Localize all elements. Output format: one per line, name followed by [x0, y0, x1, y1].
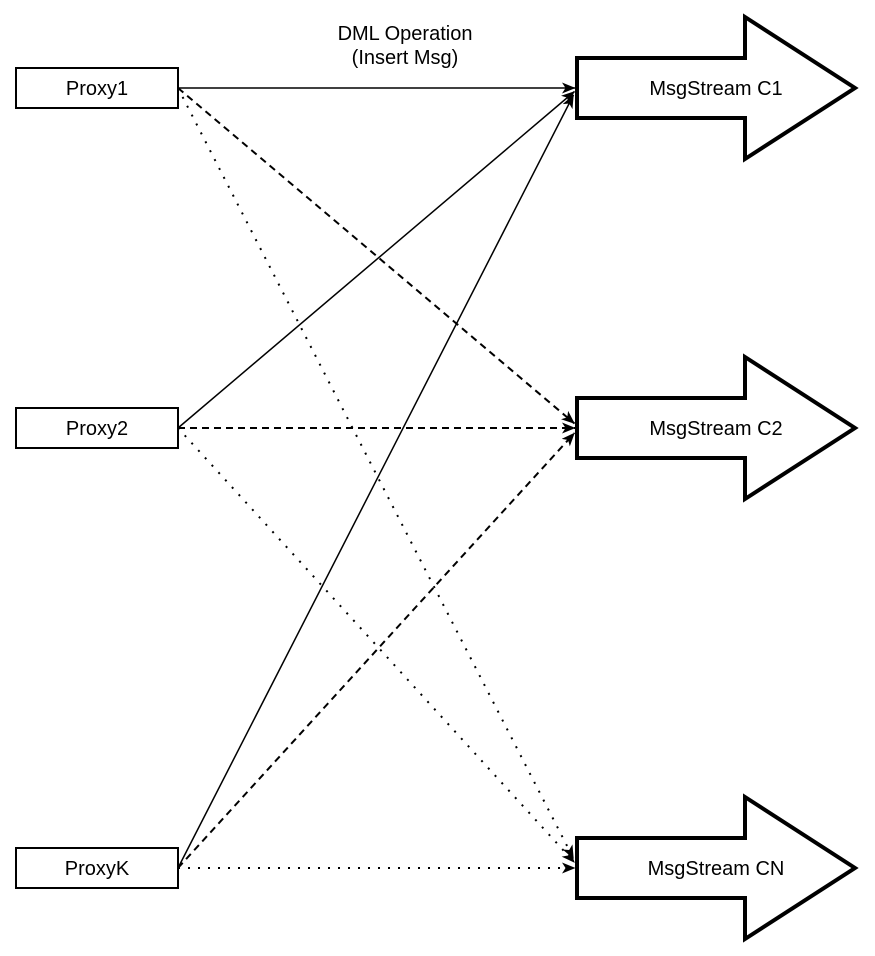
- edge-proxy2-cn-dotted: [177, 427, 576, 864]
- msgstream-c2-label: MsgStream C2: [649, 418, 782, 440]
- proxy2-node: Proxy2: [15, 407, 179, 449]
- proxy1-label: Proxy1: [66, 78, 128, 100]
- proxy1-box: [15, 67, 179, 109]
- edge-proxy1-cn-dotted: [177, 87, 575, 859]
- proxy2-label: Proxy2: [66, 418, 128, 440]
- msgstream-c2-arrow-shape: [575, 353, 859, 503]
- msgstream-cn-label: MsgStream CN: [648, 858, 785, 880]
- diagram-title: DML Operation (Insert Msg): [338, 23, 473, 69]
- msgstream-c1-node: MsgStream C1: [575, 13, 859, 163]
- proxyk-node: ProxyK: [15, 847, 179, 889]
- proxyk-label: ProxyK: [65, 858, 130, 880]
- msgstream-c1-label: MsgStream C1: [649, 78, 782, 100]
- proxy2-box: [15, 407, 179, 449]
- msgstream-c1-arrow-shape: [575, 13, 859, 163]
- msgstream-cn-node: MsgStream CN: [575, 793, 859, 943]
- proxy1-node: Proxy1: [15, 67, 179, 109]
- edge-proxyk-c2-dashed: [177, 432, 576, 869]
- msgstream-cn-arrow-shape: [575, 793, 859, 943]
- msgstream-c2-node: MsgStream C2: [575, 353, 859, 503]
- proxyk-box: [15, 847, 179, 889]
- title-line-1: DML Operation: [338, 23, 473, 45]
- title-line-2: (Insert Msg): [352, 47, 459, 69]
- edge-proxy2-c1-solid: [177, 90, 575, 429]
- edge-proxyk-c1-solid: [177, 94, 575, 869]
- edge-proxy1-c2-dashed: [177, 87, 576, 425]
